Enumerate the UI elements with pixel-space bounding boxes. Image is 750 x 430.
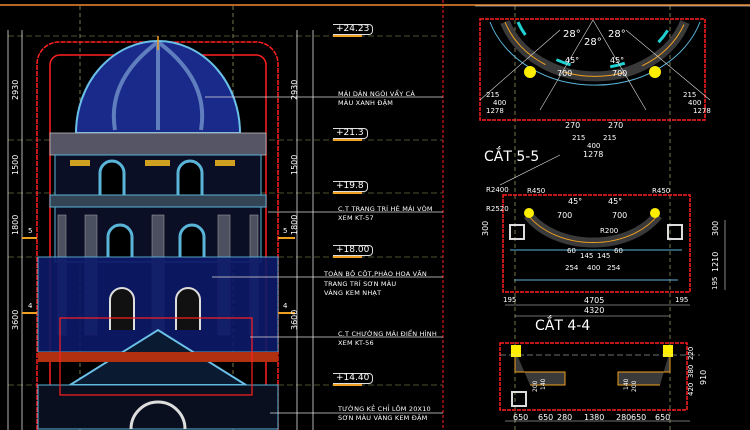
dim-label: 60 [614, 247, 623, 255]
dim-label: 1210 [711, 251, 720, 272]
dim-label: 1278 [693, 107, 711, 115]
level-tag: +24.23 [333, 24, 374, 35]
radius-label: R2400 [486, 186, 509, 194]
section-5-5-graphics [479, 18, 711, 186]
dim-label: 4705 [584, 296, 605, 305]
dim-label: 650 [655, 413, 671, 422]
dim-label: 215 [486, 91, 500, 99]
dome [74, 36, 242, 134]
dim-label: 300 [481, 220, 490, 236]
dim-label: 195 [711, 276, 719, 290]
angle-label: 45° [568, 197, 583, 206]
dim-label: 700 [612, 69, 628, 78]
dim-label: 380 [687, 364, 695, 378]
dim-label: 3600 [290, 309, 299, 330]
dim-label: 145 [580, 252, 594, 260]
dim-label: 700 [612, 211, 628, 220]
radius-label: R450 [652, 187, 671, 195]
dim-label: 3600 [11, 309, 20, 330]
radius-label: R2520 [486, 205, 509, 213]
dim-label: 2930 [11, 79, 20, 100]
dim-label: 254 [565, 264, 579, 272]
level-tag: +18.00 [333, 245, 374, 256]
dim-label: 280 [557, 413, 573, 422]
dim-label: 1500 [11, 154, 20, 175]
dim-label: 215 [683, 91, 697, 99]
dim-label: 195 [503, 296, 517, 304]
dim-label: 215 [603, 134, 617, 142]
dim-label: 215 [572, 134, 586, 142]
section-bottom-graphics [499, 342, 700, 422]
dim-label: 400 [587, 264, 601, 272]
dim-label: 145 [597, 252, 611, 260]
dim-label: 400 [587, 142, 601, 150]
dim-label: 4320 [584, 306, 605, 315]
dim-label: 700 [557, 211, 573, 220]
dim-label: 270 [608, 121, 624, 130]
angle-label: 28° [563, 29, 581, 40]
dim-label: 1500 [290, 154, 299, 175]
dim-label: 1380 [584, 413, 605, 422]
radius-label: R200 [600, 227, 619, 235]
dim-label: 400 [688, 99, 702, 107]
facade [37, 132, 279, 430]
section-5-5-title: CẮT 5-5 [484, 149, 540, 165]
dim-label: 1278 [583, 150, 604, 159]
radius-label: R450 [527, 187, 546, 195]
dim-label: 910 [699, 369, 708, 385]
dim-label: 270 [565, 121, 581, 130]
dim-label: 300 [711, 220, 720, 236]
section-mark: 4 [283, 302, 288, 310]
leader-lines [205, 96, 443, 414]
dim-label: 700 [557, 69, 573, 78]
dim-label: 140 [540, 378, 547, 390]
dim-label: 195 [675, 296, 689, 304]
dim-label: 280 [616, 413, 632, 422]
dim-label: 200 [631, 380, 638, 392]
dim-label: 140 [623, 378, 630, 390]
dim-label: 420 [687, 382, 695, 396]
angle-label: 45° [610, 56, 625, 65]
section-mark: 4 [28, 302, 33, 310]
dim-label: 650 [631, 413, 647, 422]
dim-label: 1278 [486, 107, 504, 115]
dim-label: 650 [538, 413, 554, 422]
dim-label: 650 [513, 413, 529, 422]
dim-label: 1800 [290, 214, 299, 235]
angle-label: 28° [608, 29, 626, 40]
section-4-4-graphics [502, 194, 726, 317]
angle-label: 28° [584, 37, 602, 48]
level-tag: +14.40 [333, 373, 374, 384]
dim-label: 254 [607, 264, 621, 272]
dim-label: 400 [493, 99, 507, 107]
section-mark: 5 [28, 227, 33, 235]
angle-label: 45° [565, 56, 580, 65]
dim-label: 220 [687, 346, 695, 360]
angle-label: 45° [608, 197, 623, 206]
dim-label: 1800 [11, 214, 20, 235]
dim-label: 200 [532, 380, 539, 392]
dim-label: 60 [567, 247, 576, 255]
level-tag: +21.3 [333, 128, 368, 139]
section-mark: 5 [283, 227, 288, 235]
level-tag: +19.8 [333, 181, 368, 192]
section-4-4-title: CẮT 4-4 [535, 318, 591, 334]
dim-label: 2930 [290, 79, 299, 100]
